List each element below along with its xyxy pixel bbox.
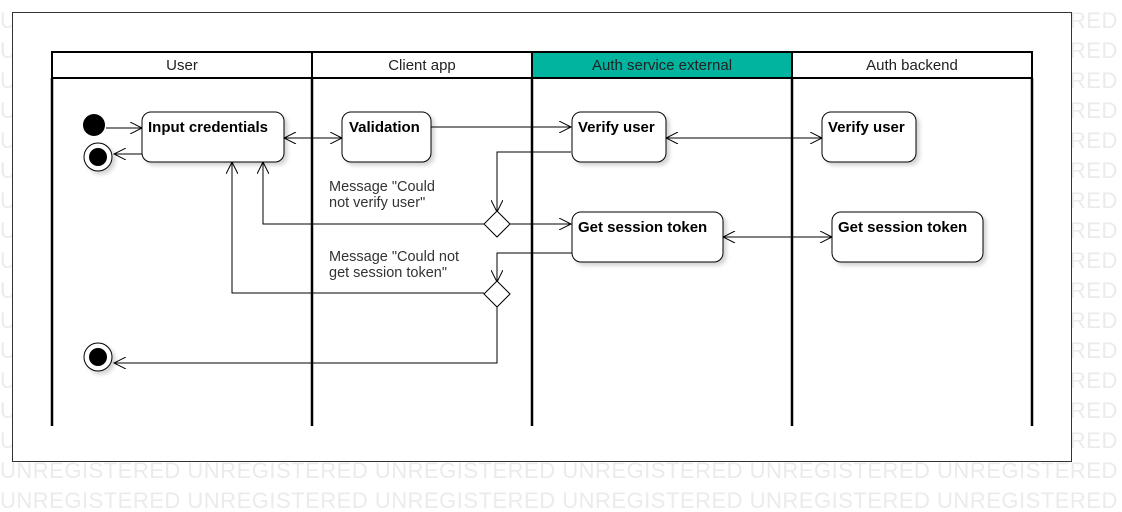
message-could-not-get-token-line2: get session token" — [329, 265, 447, 281]
lane-header-user — [51, 51, 313, 79]
lane-label-client-app: Client app — [388, 57, 456, 74]
terminals — [83, 114, 113, 372]
final-end-node — [83, 342, 113, 372]
end-node — [83, 142, 113, 172]
decision-nodes — [483, 210, 511, 308]
flow-verify-to-decision1 — [497, 151, 571, 212]
node-verify-user-external — [571, 111, 667, 163]
decision-token-result — [483, 280, 511, 308]
node-input-credentials-label: Input credentials — [148, 119, 268, 136]
start-node — [83, 114, 105, 136]
node-verify-user-external-label: Verify user — [578, 119, 655, 136]
lane-label-auth-backend: Auth backend — [866, 57, 958, 74]
lane-label-auth-service-external: Auth service external — [592, 57, 732, 74]
activity-nodes: Input credentials Validation Verify user… — [141, 111, 984, 263]
node-get-session-token-backend — [831, 211, 984, 263]
flow-token-to-decision2 — [497, 252, 573, 282]
flow-decision2-to-input — [232, 162, 484, 294]
lane-header-auth-service-external — [531, 51, 793, 79]
swimlane-headers: User Client app Auth service external Au… — [51, 51, 1033, 79]
message-labels: Message "Could not verify user" Message … — [329, 179, 459, 281]
node-input-credentials — [141, 111, 285, 163]
flow-decision2-to-end — [114, 306, 498, 363]
message-could-not-get-token-line1: Message "Could not — [329, 249, 459, 265]
node-verify-user-backend — [821, 111, 917, 163]
node-validation-label: Validation — [349, 119, 420, 136]
message-could-not-verify-line2: not verify user" — [329, 195, 425, 211]
node-get-session-token-backend-label: Get session token — [838, 219, 967, 236]
message-could-not-verify-line1: Message "Could — [329, 179, 435, 195]
node-get-session-token-external — [571, 211, 724, 263]
decision-verify-result — [483, 210, 511, 238]
lane-label-user: User — [166, 57, 198, 74]
connectors — [106, 127, 832, 363]
flow-decision1-to-input — [263, 162, 484, 225]
node-validation — [341, 111, 432, 163]
node-get-session-token-external-label: Get session token — [578, 219, 707, 236]
lane-header-auth-backend — [791, 51, 1033, 79]
node-verify-user-backend-label: Verify user — [828, 119, 905, 136]
